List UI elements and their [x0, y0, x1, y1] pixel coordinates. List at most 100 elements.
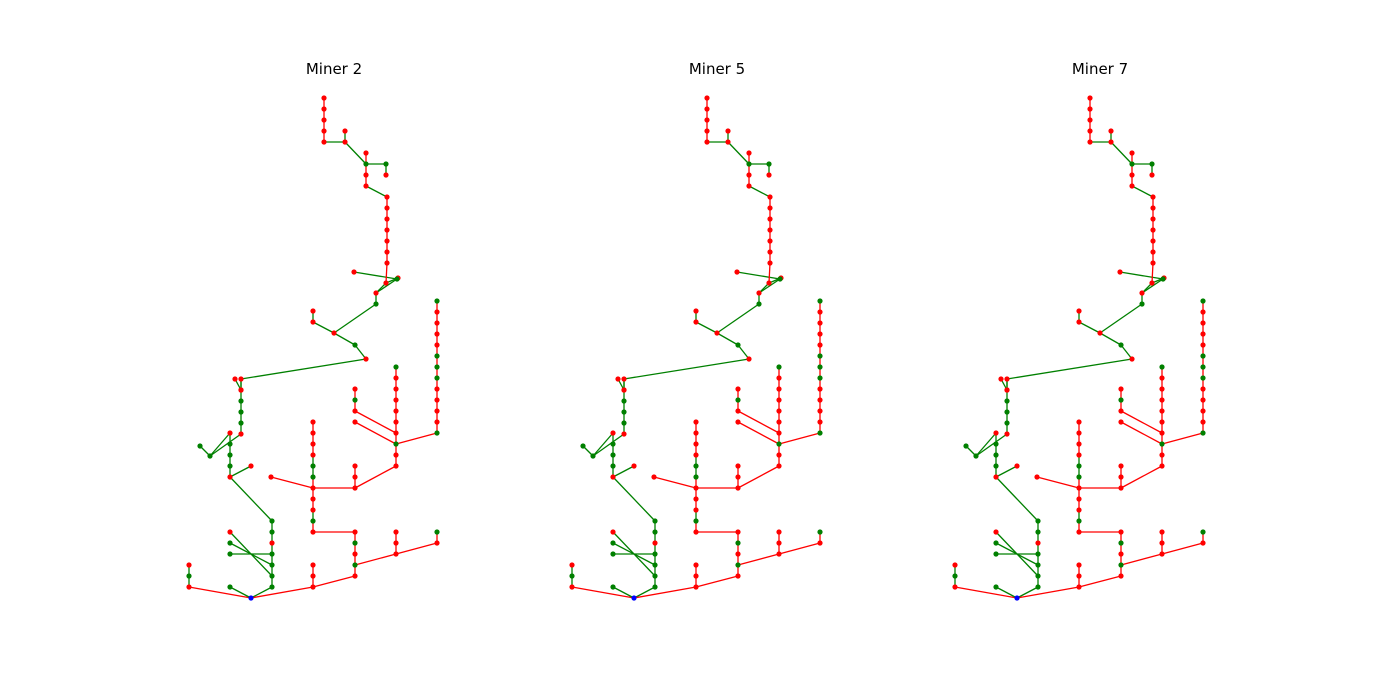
- tree-node: [1004, 420, 1010, 426]
- tree-edge: [633, 586, 697, 599]
- tree-node: [1076, 419, 1082, 425]
- tree-node: [693, 463, 699, 469]
- tree-edge: [975, 432, 997, 457]
- tree-edge: [748, 185, 771, 198]
- tree-node: [310, 573, 316, 579]
- tree-node: [693, 474, 699, 480]
- tree-node: [393, 375, 399, 381]
- tree-node: [434, 386, 440, 392]
- tree-node: [1118, 562, 1124, 568]
- tree-node: [434, 353, 440, 359]
- tree-node: [735, 562, 741, 568]
- tree-node: [693, 485, 699, 491]
- tree-node: [735, 397, 741, 403]
- tree-node: [610, 540, 616, 546]
- tree-node: [1076, 463, 1082, 469]
- tree-node: [817, 320, 823, 326]
- tree-edge: [1099, 332, 1122, 346]
- panel-title-miner-2: Miner 2: [305, 60, 363, 78]
- panel-title-miner-7: Miner 7: [1071, 60, 1129, 78]
- tree-edge: [385, 262, 388, 284]
- tree-node: [1035, 573, 1041, 579]
- tree-node: [693, 430, 699, 436]
- tree-node: [321, 117, 327, 123]
- tree-node: [384, 249, 390, 255]
- tree-edge: [1161, 542, 1204, 555]
- tree-edge: [995, 586, 1018, 599]
- tree-node: [952, 562, 958, 568]
- tree-node: [373, 301, 379, 307]
- tree-node: [993, 463, 999, 469]
- tree-node: [652, 551, 658, 557]
- tree-node: [776, 386, 782, 392]
- tree-node: [310, 308, 316, 314]
- tree-node: [621, 376, 627, 382]
- tree-edge: [592, 433, 625, 457]
- tree-node: [610, 452, 616, 458]
- tree-node: [1118, 551, 1124, 557]
- tree-node: [269, 584, 275, 590]
- tree-node: [993, 540, 999, 546]
- root-node: [631, 595, 637, 601]
- tree-node: [227, 452, 233, 458]
- tree-node: [704, 106, 710, 112]
- tree-node: [776, 529, 782, 535]
- tree-edge: [354, 410, 397, 434]
- tree-node: [1076, 452, 1082, 458]
- tree-node: [766, 280, 772, 286]
- tree-node: [993, 529, 999, 535]
- tree-node: [310, 430, 316, 436]
- tree-node: [569, 562, 575, 568]
- tree-node: [993, 441, 999, 447]
- tree-node: [434, 342, 440, 348]
- tree-node: [269, 562, 275, 568]
- tree-node: [393, 386, 399, 392]
- tree-node: [735, 419, 741, 425]
- tree-node: [610, 441, 616, 447]
- tree-node: [383, 172, 389, 178]
- tree-node: [1159, 397, 1165, 403]
- tree-node: [652, 562, 658, 568]
- tree-node: [1035, 518, 1041, 524]
- tree-edge: [1078, 575, 1122, 588]
- tree-node: [693, 507, 699, 513]
- tree-edge: [1119, 271, 1164, 280]
- tree-node: [776, 430, 782, 436]
- tree-edge: [612, 465, 635, 478]
- tree-node: [352, 419, 358, 425]
- tree-node: [393, 408, 399, 414]
- tree-edge: [612, 586, 635, 599]
- tree-node: [1118, 408, 1124, 414]
- tree-node: [434, 298, 440, 304]
- tree-node: [817, 386, 823, 392]
- tree-diagram-miner-7: [952, 95, 1206, 601]
- tree-node: [1118, 540, 1124, 546]
- tree-node: [393, 540, 399, 546]
- tree-node: [621, 431, 627, 437]
- tree-node: [1149, 172, 1155, 178]
- tree-node: [238, 398, 244, 404]
- tree-edge: [353, 271, 398, 280]
- tree-node: [1129, 172, 1135, 178]
- tree-node: [776, 463, 782, 469]
- tree-node: [352, 386, 358, 392]
- tree-node: [1076, 573, 1082, 579]
- tree-edge: [312, 321, 335, 334]
- tree-node: [1159, 408, 1165, 414]
- tree-edge: [229, 465, 252, 478]
- tree-node: [1087, 139, 1093, 145]
- tree-node: [352, 463, 358, 469]
- tree-node: [352, 342, 358, 348]
- tree-node: [1035, 551, 1041, 557]
- tree-node: [434, 375, 440, 381]
- tree-edge: [716, 332, 739, 346]
- tree-node: [993, 430, 999, 436]
- tree-node: [310, 441, 316, 447]
- tree-node: [1035, 529, 1041, 535]
- root-node: [1014, 595, 1020, 601]
- tree-node: [227, 463, 233, 469]
- tree-node: [817, 397, 823, 403]
- tree-node: [693, 419, 699, 425]
- tree-node: [1150, 260, 1156, 266]
- tree-edge: [758, 278, 781, 294]
